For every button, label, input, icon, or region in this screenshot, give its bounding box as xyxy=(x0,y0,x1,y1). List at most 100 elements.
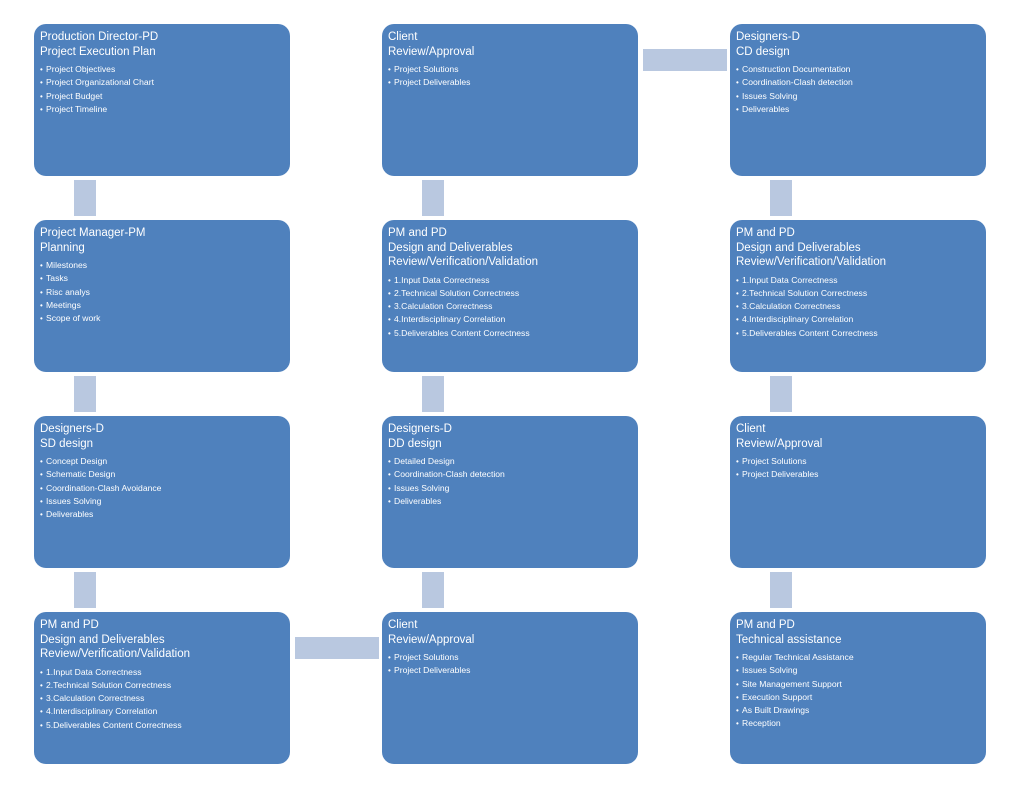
box-designers-dd-design: Designers-D DD design •Detailed Design •… xyxy=(382,416,638,568)
list-item: •Issues Solving xyxy=(736,664,980,677)
bullet-icon: • xyxy=(736,275,739,285)
connector-col2-row1-row2 xyxy=(422,180,444,216)
bullet-icon: • xyxy=(40,78,43,88)
box-title-line1: Production Director-PD xyxy=(40,31,159,43)
list-item: •Deliverables xyxy=(736,103,980,116)
list-item: •1.Input Data Correctness xyxy=(40,666,284,679)
list-item: •1.Input Data Correctness xyxy=(388,274,632,287)
bullet-icon: • xyxy=(388,78,391,88)
bullet-icon: • xyxy=(40,457,43,466)
list-item: •Site Management Support xyxy=(736,678,980,691)
list-item: •Tasks xyxy=(40,272,284,285)
list-item: •Issues Solving xyxy=(736,90,980,103)
bullet-icon: • xyxy=(736,706,739,716)
bullet-icon: • xyxy=(388,288,391,298)
box-title-line1: Designers-D xyxy=(388,423,452,435)
box-item-list: •Regular Technical Assistance •Issues So… xyxy=(736,651,980,731)
bullet-icon: • xyxy=(736,65,739,74)
list-item: •Deliverables xyxy=(388,495,632,508)
box-title-line2: Design and Deliverables xyxy=(736,241,861,254)
box-item-list: •Concept Design •Schematic Design •Coord… xyxy=(40,455,284,521)
box-item-list: •1.Input Data Correctness •2.Technical S… xyxy=(388,274,632,340)
list-item: •4.Interdisciplinary Correlation xyxy=(388,313,632,326)
box-item-list: •Project Solutions •Project Deliverables xyxy=(388,651,632,678)
list-item: •1.Input Data Correctness xyxy=(736,274,980,287)
box-title-line1: Client xyxy=(736,423,766,435)
box-title-line1: Client xyxy=(388,619,418,631)
list-item: •2.Technical Solution Correctness xyxy=(736,287,980,300)
box-item-list: •1.Input Data Correctness •2.Technical S… xyxy=(40,666,284,732)
box-item-list: •Project Solutions •Project Deliverables xyxy=(388,63,632,90)
bullet-icon: • xyxy=(40,314,43,324)
list-item: •Project Deliverables xyxy=(388,76,632,89)
box-title-line2: Review/Approval xyxy=(388,633,475,646)
box-title-line2: Project Execution Plan xyxy=(40,45,156,58)
box-title-line1: PM and PD xyxy=(388,227,447,239)
list-item: •Project Organizational Chart xyxy=(40,76,284,89)
box-project-manager-planning: Project Manager-PM Planning •Milestones … xyxy=(34,220,290,372)
list-item: •3.Calculation Correctness xyxy=(388,300,632,313)
box-title-line1: PM and PD xyxy=(40,619,99,631)
list-item: •Issues Solving xyxy=(388,482,632,495)
bullet-icon: • xyxy=(736,328,739,338)
list-item: •Project Solutions xyxy=(388,63,632,76)
bullet-icon: • xyxy=(40,667,43,677)
list-item: •Project Deliverables xyxy=(388,664,632,677)
list-item: •Construction Documentation xyxy=(736,63,980,76)
bullet-icon: • xyxy=(388,315,391,325)
box-designers-sd-design: Designers-D SD design •Concept Design •S… xyxy=(34,416,290,568)
bullet-icon: • xyxy=(736,78,739,88)
bullet-icon: • xyxy=(736,719,739,729)
bullet-icon: • xyxy=(40,510,43,520)
bullet-icon: • xyxy=(40,65,43,74)
bullet-icon: • xyxy=(40,104,43,114)
box-title-line3: Review/Verification/Validation xyxy=(388,256,539,268)
bullet-icon: • xyxy=(388,302,391,312)
list-item: •Project Budget xyxy=(40,90,284,103)
list-item: •2.Technical Solution Correctness xyxy=(388,287,632,300)
list-item: •Schematic Design xyxy=(40,468,284,481)
list-item: •Execution Support xyxy=(736,691,980,704)
box-item-list: •Project Solutions •Project Deliverables xyxy=(736,455,980,482)
bullet-icon: • xyxy=(40,300,43,310)
box-pm-pd-review-left: PM and PD Design and Deliverables Review… xyxy=(34,612,290,764)
bullet-icon: • xyxy=(40,91,43,101)
connector-col2-col3-row1 xyxy=(643,49,727,71)
bullet-icon: • xyxy=(40,707,43,717)
list-item: •Issues Solving xyxy=(40,495,284,508)
list-item: •Detailed Design xyxy=(388,455,632,468)
list-item: •Concept Design xyxy=(40,455,284,468)
box-designers-cd-design: Designers-D CD design •Construction Docu… xyxy=(730,24,986,176)
box-production-director-plan: Production Director-PD Project Execution… xyxy=(34,24,290,176)
box-item-list: •1.Input Data Correctness •2.Technical S… xyxy=(736,274,980,340)
bullet-icon: • xyxy=(40,470,43,480)
list-item: •5.Deliverables Content Correctness xyxy=(736,327,980,340)
list-item: •Coordination-Clash Avoidance xyxy=(40,482,284,495)
box-client-review-1: Client Review/Approval •Project Solution… xyxy=(382,24,638,176)
bullet-icon: • xyxy=(736,457,739,466)
connector-col1-row1-row2 xyxy=(74,180,96,216)
box-title-line2: Technical assistance xyxy=(736,633,842,646)
list-item: •Scope of work xyxy=(40,312,284,325)
list-item: •Coordination-Clash detection xyxy=(736,76,980,89)
list-item: •5.Deliverables Content Correctness xyxy=(388,327,632,340)
box-item-list: •Project Objectives •Project Organizatio… xyxy=(40,63,284,116)
box-title-line2: Design and Deliverables xyxy=(388,241,513,254)
bullet-icon: • xyxy=(736,679,739,689)
box-title-line2: Review/Approval xyxy=(736,437,823,450)
bullet-icon: • xyxy=(736,288,739,298)
bullet-icon: • xyxy=(388,328,391,338)
list-item: •3.Calculation Correctness xyxy=(736,300,980,313)
box-title-line1: PM and PD xyxy=(736,227,795,239)
connector-col2-row3-row4 xyxy=(422,572,444,608)
list-item: •As Built Drawings xyxy=(736,704,980,717)
list-item: •Reception xyxy=(736,717,980,730)
bullet-icon: • xyxy=(40,483,43,493)
list-item: •Project Objectives xyxy=(40,63,284,76)
box-client-review-2: Client Review/Approval •Project Solution… xyxy=(730,416,986,568)
list-item: •Project Solutions xyxy=(736,455,980,468)
connector-col3-row2-row3 xyxy=(770,376,792,412)
box-item-list: •Detailed Design •Coordination-Clash det… xyxy=(388,455,632,508)
connector-col3-row1-row2 xyxy=(770,180,792,216)
